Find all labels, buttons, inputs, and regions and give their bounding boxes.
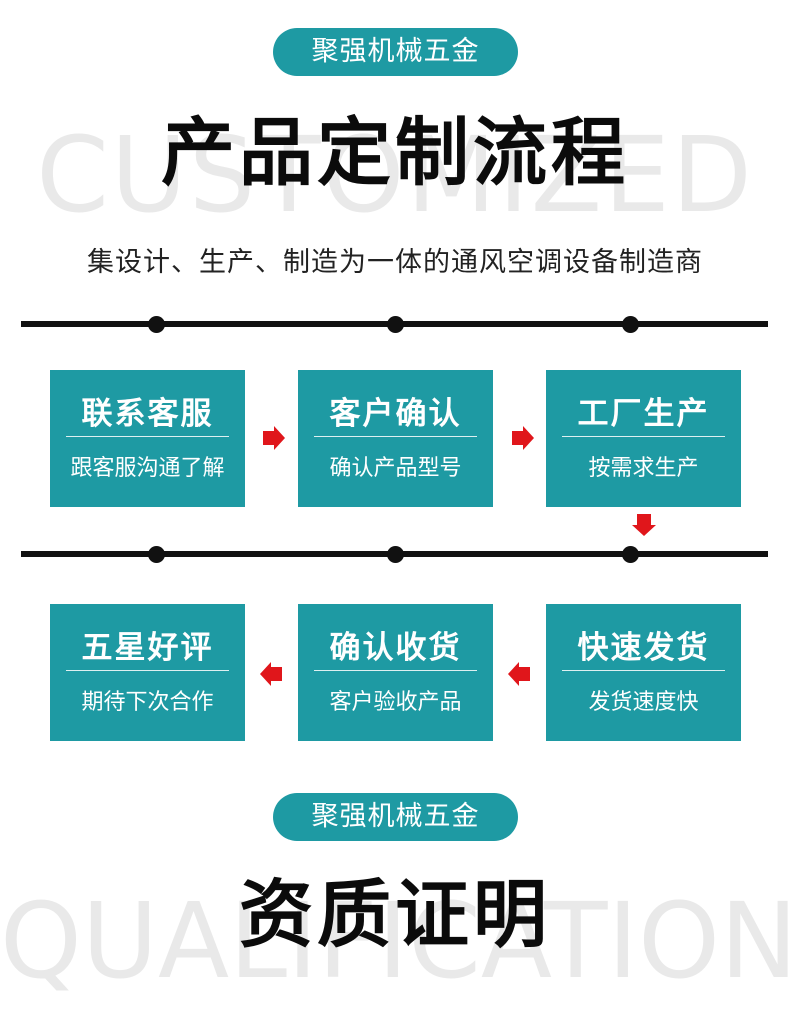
step-title: 五星好评 [81,630,214,666]
step-desc: 期待下次合作 [81,690,214,715]
step-divider [314,670,477,671]
step-divider [66,670,229,671]
step-title: 快速发货 [577,630,710,666]
brand-pill: 聚强机械五金 [273,28,518,76]
arrow-right-icon [512,426,534,450]
timeline-dot [148,315,165,333]
watermark-qualifications: QUALIFICATIONS [0,886,790,996]
timeline-top [21,315,768,333]
step-card-fast-delivery: 快速发货 发货速度快 [546,604,741,741]
arrow-down-icon [632,514,656,536]
arrow-left-icon [508,662,530,686]
page-title: 产品定制流程 [161,110,629,196]
step-card-five-star-review: 五星好评 期待下次合作 [50,604,245,741]
step-divider [66,436,229,437]
timeline-dot [148,545,165,563]
step-card-contact-service: 联系客服 跟客服沟通了解 [50,370,245,507]
section-title-qualifications: 资质证明 [239,872,551,958]
arrow-left-icon [260,662,282,686]
arrow-right-icon [263,426,285,450]
timeline-middle [21,545,768,563]
step-desc: 客户验收产品 [329,690,462,715]
watermark-customized: CUSTOMIZED [36,120,754,230]
step-desc: 跟客服沟通了解 [70,456,225,481]
step-divider [314,436,477,437]
step-divider [562,436,725,437]
timeline-dot [387,545,404,563]
step-title: 联系客服 [81,396,214,432]
step-card-confirm-receipt: 确认收货 客户验收产品 [298,604,493,741]
brand-pill: 聚强机械五金 [273,793,518,841]
step-title: 客户确认 [329,396,462,432]
timeline-dot [387,315,404,333]
page-subtitle: 集设计、生产、制造为一体的通风空调设备制造商 [87,247,703,278]
step-desc: 发货速度快 [588,690,699,715]
step-card-factory-production: 工厂生产 按需求生产 [546,370,741,507]
timeline-dot [622,545,639,563]
step-title: 工厂生产 [577,396,710,432]
step-desc: 按需求生产 [588,456,699,481]
step-desc: 确认产品型号 [329,456,462,481]
step-card-customer-confirm: 客户确认 确认产品型号 [298,370,493,507]
step-divider [562,670,725,671]
timeline-dot [622,315,639,333]
step-title: 确认收货 [329,630,462,666]
